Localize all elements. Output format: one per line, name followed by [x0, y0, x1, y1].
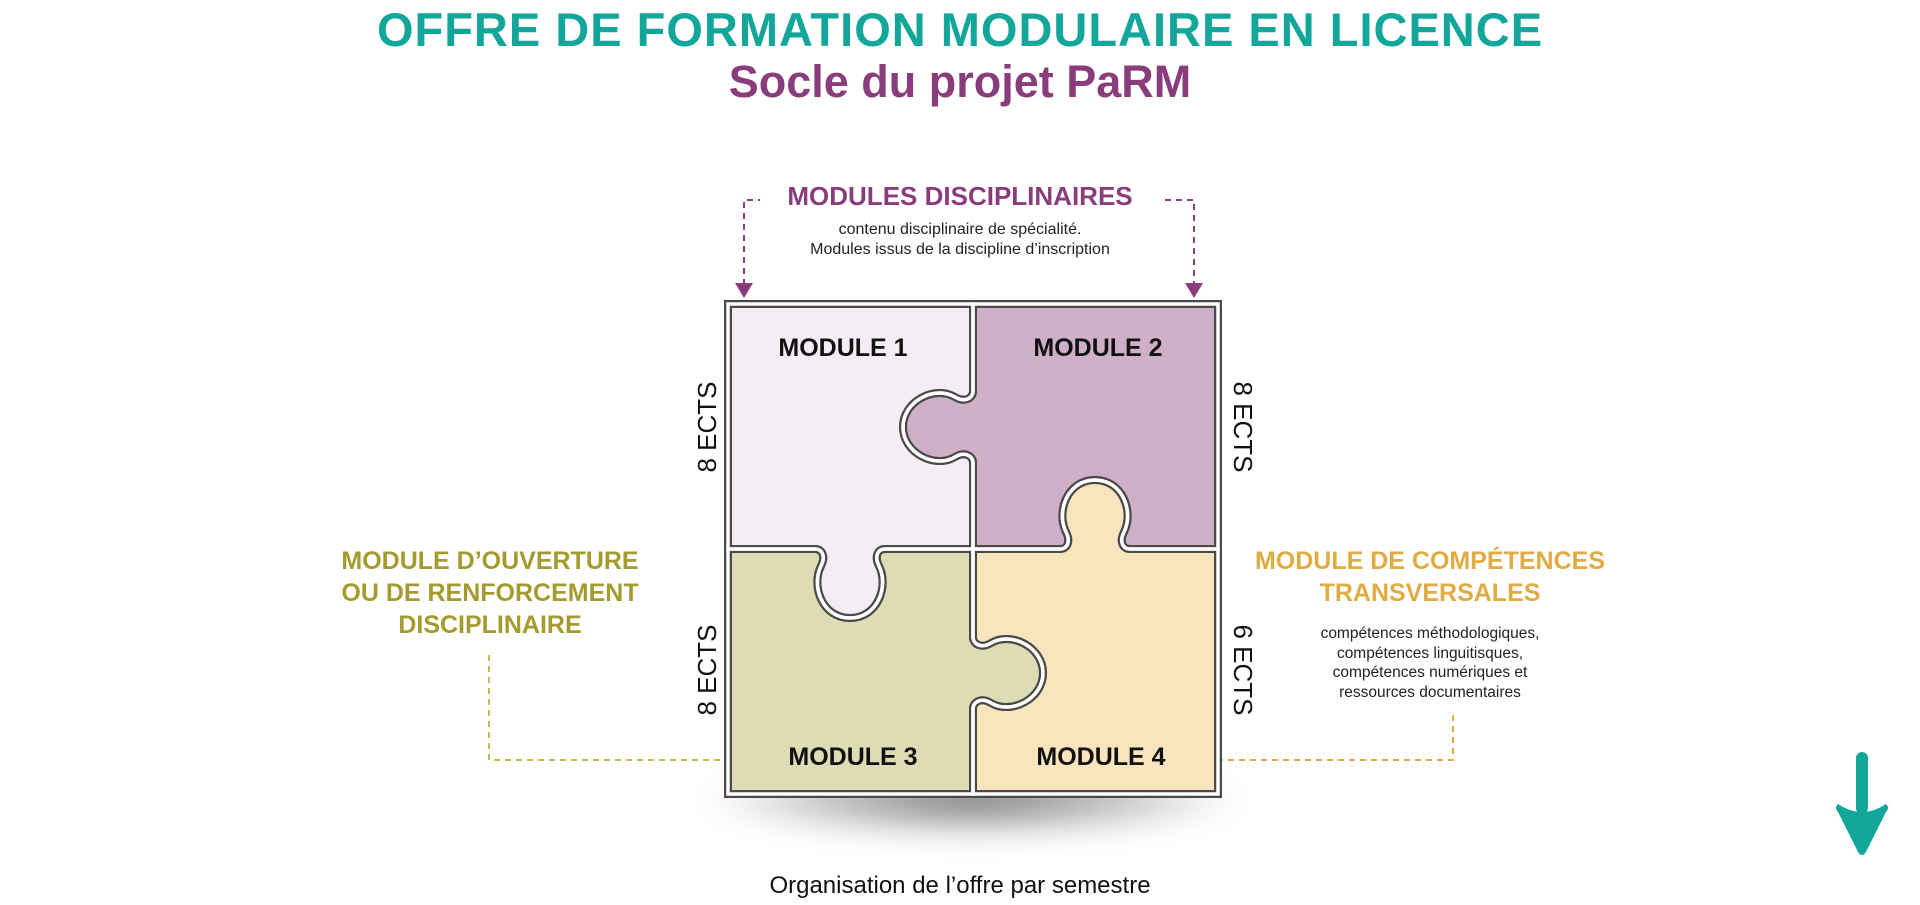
transversal-heading-line: MODULE DE COMPÉTENCES	[1254, 547, 1606, 575]
opening-heading-line: DISCIPLINAIRE	[398, 611, 582, 639]
module-2-ects: 8 ECTS	[1228, 381, 1258, 473]
opening-connector	[488, 655, 740, 761]
transversal-heading: MODULE DE COMPÉTENCES TRANSVERSALES	[1230, 545, 1630, 609]
disciplinary-heading: MODULES DISCIPLINAIRES	[760, 181, 1160, 212]
opening-heading-line: OU DE RENFORCEMENT	[341, 579, 639, 607]
opening-heading-line: MODULE D’OUVERTURE	[341, 547, 639, 575]
module-2-label: MODULE 2	[1033, 334, 1162, 362]
page-subtitle: Socle du projet PaRM	[728, 56, 1192, 107]
page-title: OFFRE DE FORMATION MODULAIRE EN LICENCE	[376, 3, 1544, 56]
module-4-piece	[973, 480, 1218, 794]
module-2-piece	[903, 304, 1218, 549]
module-4-label: MODULE 4	[1036, 743, 1165, 771]
disciplinary-description: contenu disciplinaire de spécialité. Mod…	[740, 220, 1180, 260]
module-1-ects: 8 ECTS	[692, 381, 722, 473]
transversal-heading-line: TRANSVERSALES	[1319, 579, 1541, 607]
disciplinary-description-line: contenu disciplinaire de spécialité.	[838, 221, 1082, 238]
module-3-piece	[728, 549, 1043, 794]
module-3-ects: 8 ECTS	[692, 624, 722, 716]
disciplinary-description-line: Modules issus de la discipline d’inscrip…	[810, 241, 1110, 258]
module-4-ects: 6 ECTS	[1228, 624, 1258, 716]
arrow-head-left-icon	[735, 283, 753, 298]
diagram-caption: Organisation de l’offre par semestre	[769, 872, 1151, 899]
module-4-outline-inner	[971, 478, 1220, 796]
arrow-head-right-icon	[1185, 283, 1203, 298]
transversal-description-line: ressources documentaires	[1339, 683, 1521, 701]
module-1-piece	[728, 304, 973, 618]
module-3-label: MODULE 3	[788, 743, 917, 771]
transversal-description-line: compétences linguitisques,	[1336, 644, 1524, 662]
arrow-down-icon[interactable]	[1836, 752, 1888, 855]
opening-heading: MODULE D’OUVERTURE OU DE RENFORCEMENT DI…	[300, 545, 680, 641]
transversal-description-line: compétences méthodologiques,	[1320, 625, 1540, 642]
transversal-connector	[1202, 715, 1454, 761]
module-1-label: MODULE 1	[778, 334, 907, 362]
transversal-description: compétences méthodologiques, compétences…	[1270, 624, 1590, 702]
transversal-description-line: compétences numériques et	[1332, 664, 1528, 681]
